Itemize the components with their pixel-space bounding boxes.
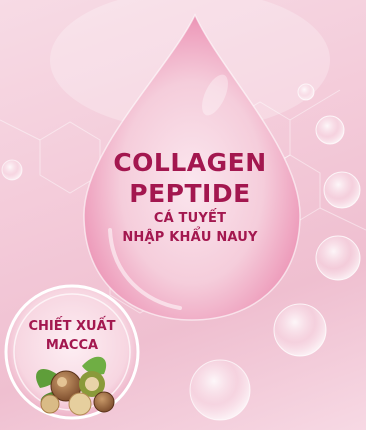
macca-badge-label: CHIẾT XUẤT MACCA	[24, 318, 120, 356]
headline-sub-2: NHẬP KHẨU NAUY	[122, 230, 258, 245]
headline-sub-1: CÁ TUYẾT	[153, 211, 227, 226]
bubbles	[1, 83, 361, 421]
headline-line-1: COLLAGEN	[113, 148, 267, 177]
badge-line-2: MACCA	[45, 337, 99, 353]
macadamia-nut-icon	[40, 370, 115, 416]
collagen-drop	[83, 13, 301, 321]
product-headline: COLLAGEN PEPTIDE CÁ TUYẾT NHẬP KHẨU NAUY	[100, 150, 280, 244]
badge-line-1: CHIẾT XUẤT	[28, 319, 116, 334]
headline-line-2: PEPTIDE	[129, 179, 251, 208]
